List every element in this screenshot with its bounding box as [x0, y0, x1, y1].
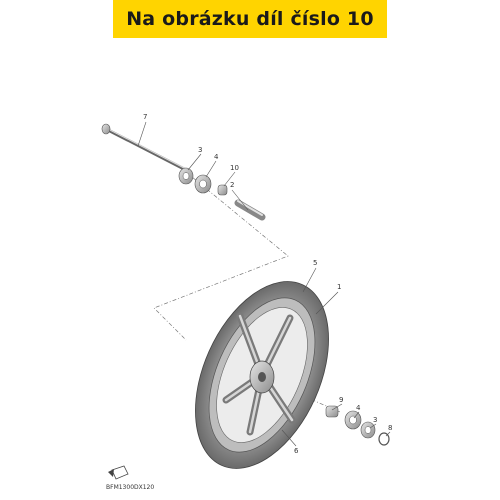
callout-4-lower: 4	[356, 404, 361, 412]
callout-8: 8	[388, 424, 392, 432]
front-direction-icon	[108, 465, 129, 480]
callout-10: 10	[230, 164, 239, 172]
callout-3-lower: 3	[373, 416, 377, 424]
callout-2: 2	[230, 181, 234, 189]
title-banner: Na obrázku díl číslo 10	[113, 0, 387, 38]
part-circlip	[378, 432, 390, 446]
callout-4-upper: 4	[214, 153, 219, 161]
part-oil-seal-upper	[178, 167, 194, 185]
part-spacer	[234, 199, 266, 221]
callout-1: 1	[337, 283, 341, 291]
part-wheel	[195, 281, 329, 469]
callout-6: 6	[294, 447, 299, 455]
diagram-code: BFM1300DX120	[106, 484, 154, 491]
leader-lines	[137, 121, 391, 447]
part-axle	[101, 123, 190, 174]
banner-title: Na obrázku díl číslo 10	[126, 8, 374, 30]
part-bearing-upper	[194, 174, 212, 194]
callout-5: 5	[313, 259, 317, 267]
callout-7: 7	[143, 113, 147, 121]
part-collar-lower	[325, 405, 339, 418]
part-oil-seal-lower	[360, 421, 376, 439]
callout-3-upper: 3	[198, 146, 202, 154]
part-collar	[217, 184, 228, 196]
part-bearing-lower	[344, 410, 362, 430]
callout-9: 9	[339, 396, 343, 404]
assembly-line-upper	[153, 171, 289, 341]
